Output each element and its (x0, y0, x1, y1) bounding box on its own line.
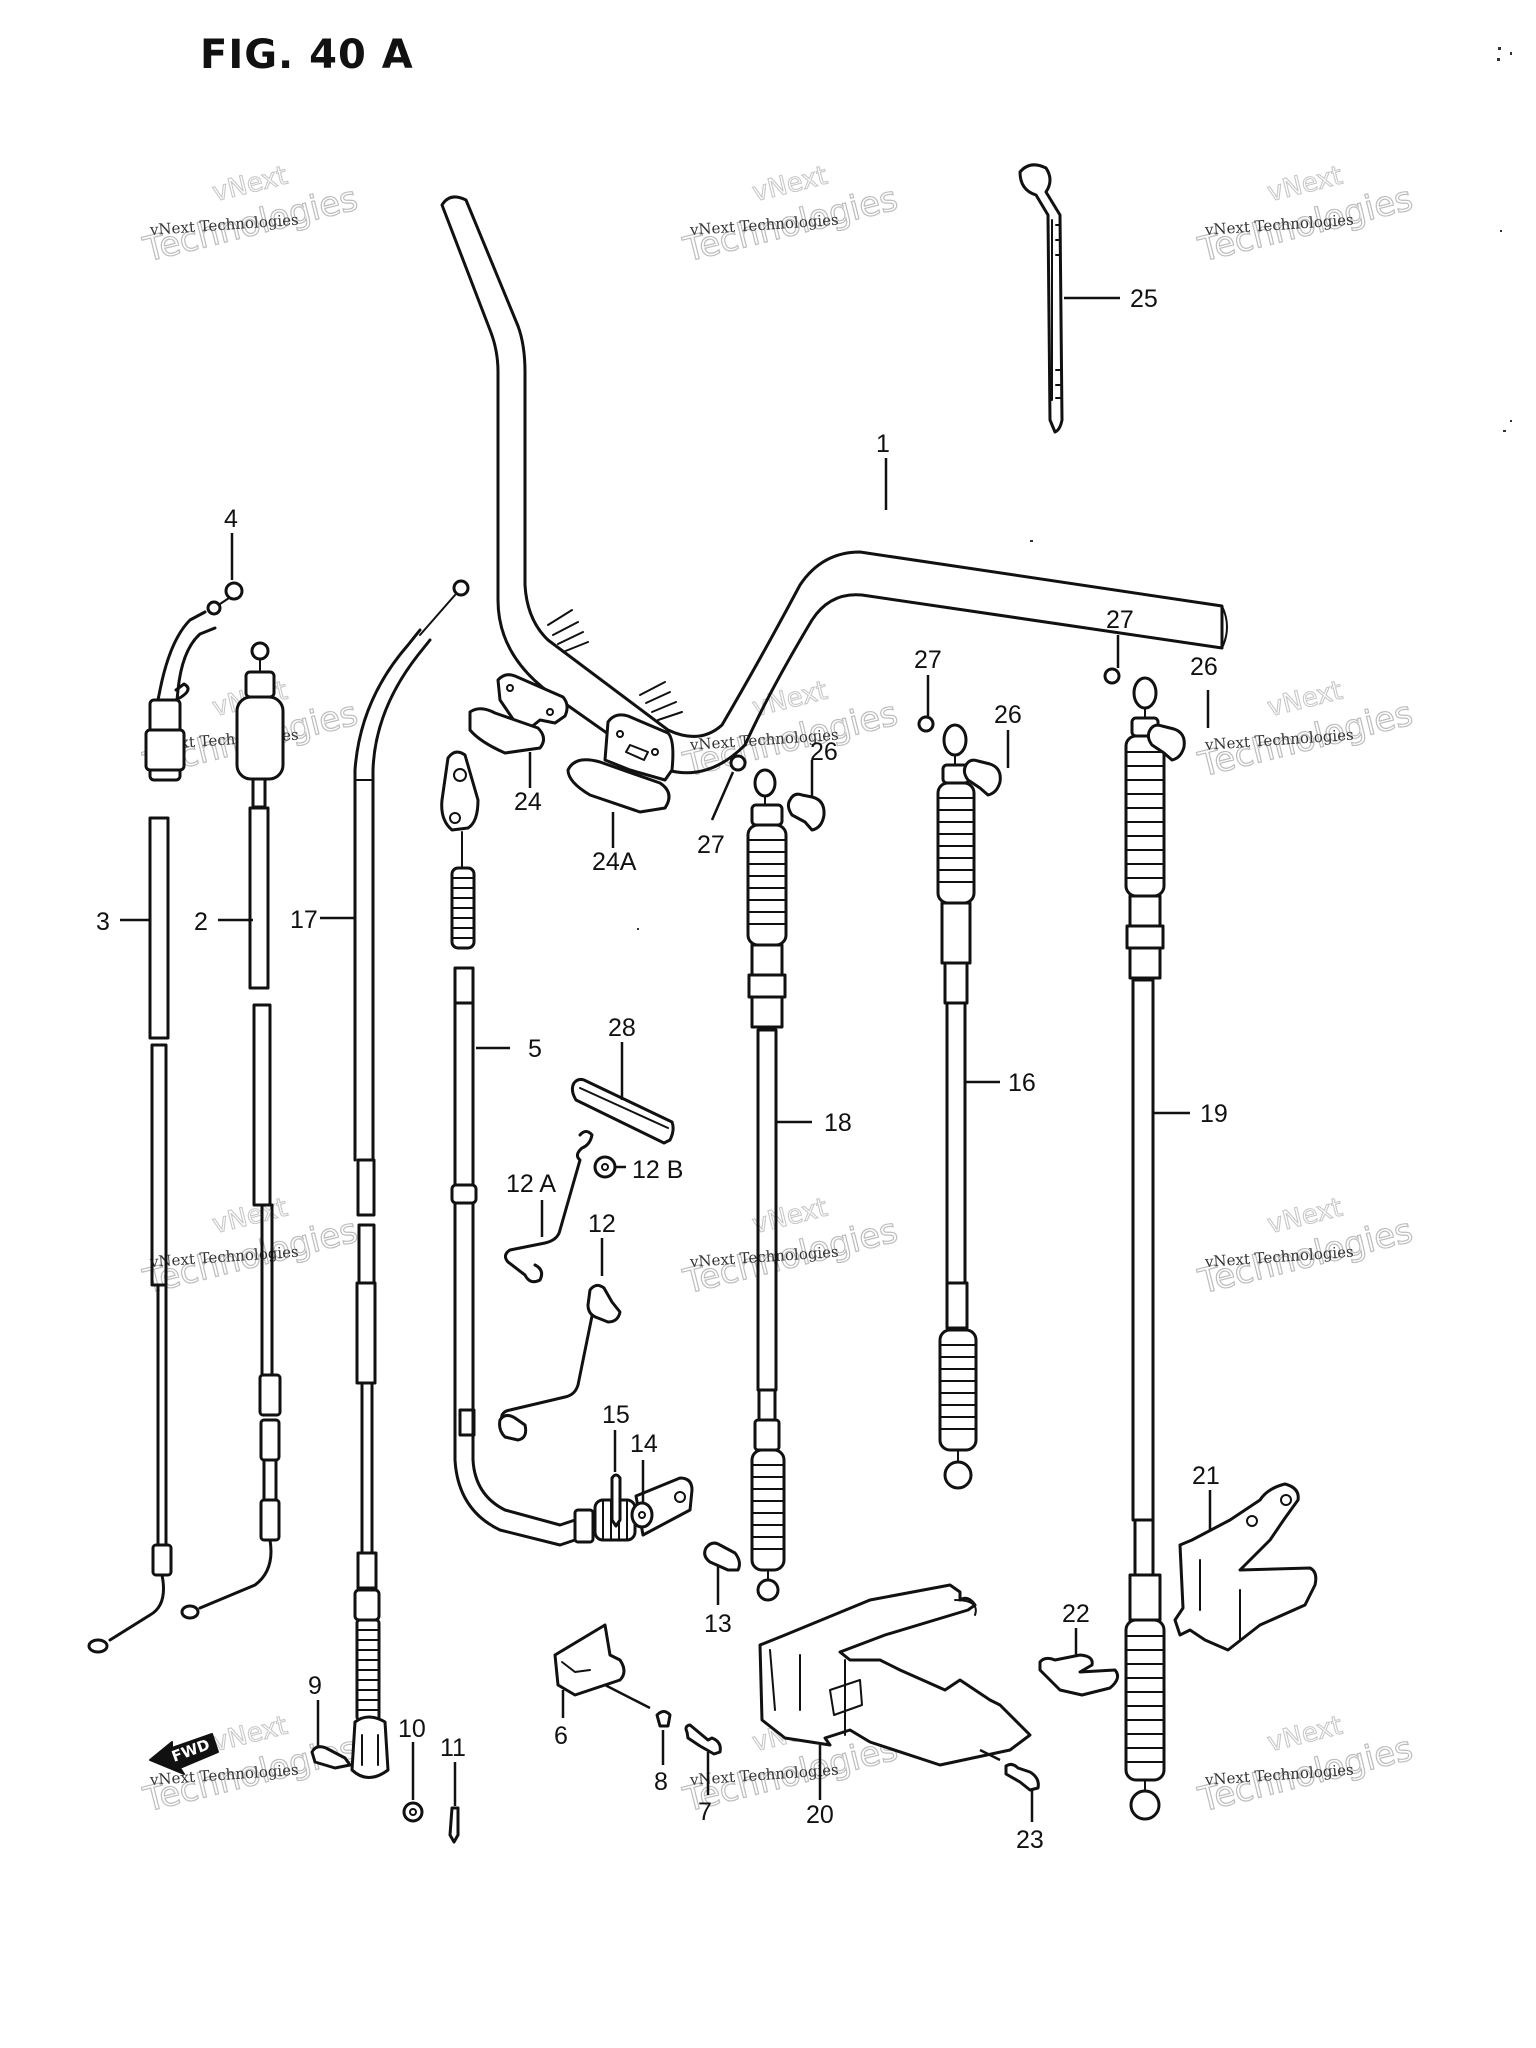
part-bracket-20 (758, 1583, 1032, 1800)
part-plate-24 (468, 673, 569, 788)
callout-25: 25 (1130, 285, 1158, 313)
part-rod-12a (503, 1130, 594, 1284)
callout-11: 11 (440, 1734, 466, 1762)
part-control-cable-19 (1124, 676, 1190, 1821)
callout-10: 10 (398, 1715, 426, 1743)
callout-26-mid: 26 (994, 701, 1022, 729)
callout-24a: 24A (592, 848, 637, 876)
part-bolt-7 (684, 1723, 722, 1795)
part-cable-tie (1018, 163, 1120, 434)
part-cushion (570, 1042, 675, 1145)
part-plate-24a (566, 713, 675, 848)
callout-12b: 12 B (632, 1156, 683, 1184)
callout-17: 17 (290, 906, 318, 934)
callout-18: 18 (824, 1109, 852, 1137)
part-rod-12 (498, 1238, 622, 1442)
part-bolt-9 (310, 1700, 352, 1770)
part-cable-2 (180, 641, 285, 1620)
callout-2: 2 (194, 908, 208, 936)
part-shift-cable-16 (936, 723, 1000, 1490)
part-control-cable-18 (746, 768, 812, 1602)
callout-labels: 1 2 3 4 5 6 7 8 9 10 11 12 12 A 12 B 13 … (96, 285, 1228, 1854)
callout-20: 20 (806, 1801, 834, 1829)
part-washer-14 (630, 1460, 654, 1529)
part-nut-8 (655, 1710, 672, 1765)
part-clip-27-left (710, 754, 747, 821)
forward-arrow-icon (149, 1733, 219, 1775)
callout-27-left: 27 (697, 831, 725, 859)
callout-13: 13 (704, 1610, 732, 1638)
part-washer-10 (402, 1742, 424, 1823)
part-bolt-23 (979, 1748, 1040, 1822)
part-throttle-cable (87, 595, 233, 1654)
part-handlebar (440, 195, 1228, 775)
part-washer-12b (593, 1155, 626, 1179)
callout-16: 16 (1008, 1069, 1036, 1097)
scan-specks (637, 47, 1512, 930)
callout-3: 3 (96, 908, 110, 936)
callout-5: 5 (528, 1035, 542, 1063)
part-clip-27-mid (917, 675, 935, 733)
callout-6: 6 (554, 1722, 568, 1750)
callout-24: 24 (514, 788, 542, 816)
callout-12: 12 (588, 1210, 616, 1238)
figure-title: FIG. 40 A (200, 32, 414, 78)
callout-7: 7 (698, 1798, 712, 1826)
callout-14: 14 (630, 1430, 658, 1458)
part-nut-4 (224, 533, 244, 601)
callout-15: 15 (602, 1401, 630, 1429)
callout-27-mid: 27 (914, 646, 942, 674)
part-clip-27-right (1103, 635, 1121, 685)
callout-22: 22 (1062, 1600, 1090, 1628)
part-clamp-6 (553, 1623, 651, 1718)
callout-27-right: 27 (1106, 606, 1134, 634)
part-bracket-21 (1173, 1482, 1318, 1652)
callout-9: 9 (308, 1672, 322, 1700)
callout-12a: 12 A (506, 1170, 556, 1198)
part-clip-22 (1038, 1628, 1120, 1697)
callout-1: 1 (876, 430, 890, 458)
part-clutch-cable (320, 579, 470, 1779)
callout-8: 8 (654, 1768, 668, 1796)
callout-23: 23 (1016, 1826, 1044, 1854)
callout-26-left: 26 (810, 738, 838, 766)
part-pin-26-left (786, 760, 826, 832)
part-cotter-pin-15 (610, 1430, 622, 1528)
callout-21: 21 (1192, 1462, 1220, 1490)
callout-19: 19 (1200, 1100, 1228, 1128)
part-brake-cable (440, 750, 694, 1547)
part-cotter-pin-11 (448, 1762, 460, 1844)
callout-4: 4 (224, 505, 238, 533)
part-pin-13 (703, 1541, 741, 1605)
part-pin-26-mid (962, 730, 1010, 797)
callout-28: 28 (608, 1014, 636, 1042)
part-pin-26-right (1146, 690, 1210, 762)
callout-26-right: 26 (1190, 653, 1218, 681)
